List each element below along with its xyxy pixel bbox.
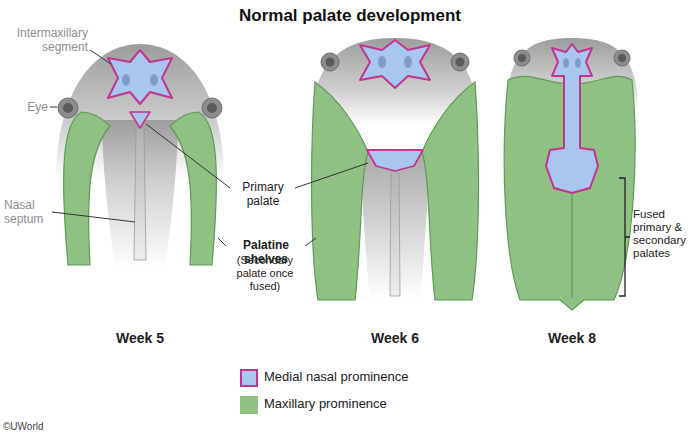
stage-label: Week 8 <box>532 330 612 347</box>
eye <box>514 50 530 66</box>
nostril <box>575 58 581 68</box>
copyright-note: ©UWorld <box>3 421 83 433</box>
eye <box>451 53 469 71</box>
eye <box>321 53 339 71</box>
eye <box>58 98 78 118</box>
leader-line <box>90 50 111 64</box>
eye <box>614 50 630 66</box>
nasal-septum <box>134 128 146 260</box>
nostril <box>378 56 386 68</box>
legend-swatch <box>240 396 258 414</box>
palatine-shelf <box>422 82 478 300</box>
nasal-septum <box>390 168 400 296</box>
legend-swatch <box>240 369 258 387</box>
leader-lines <box>50 50 368 246</box>
part-label: Primary palate <box>232 180 294 208</box>
stage-label: Week 6 <box>355 330 435 347</box>
palatine-shelf <box>312 82 368 300</box>
oral-cavity <box>360 150 430 300</box>
leader-line <box>146 124 230 188</box>
week5-embryo <box>56 44 224 268</box>
week8-embryo <box>504 38 638 310</box>
nostril <box>150 74 158 86</box>
nostril <box>404 56 412 68</box>
palatal-suture <box>571 192 572 298</box>
eye <box>456 58 465 67</box>
medial-nasal-derivative <box>546 44 598 193</box>
leader-line <box>295 163 368 188</box>
eye <box>207 103 217 113</box>
palatine-shelf <box>170 112 216 265</box>
intermaxillary-segment <box>108 50 172 104</box>
legend-label: Medial nasal prominence <box>264 369 484 385</box>
nostril <box>563 58 569 68</box>
nostril <box>122 74 130 86</box>
eye <box>202 98 222 118</box>
leader-line <box>305 238 316 246</box>
eye <box>326 58 335 67</box>
part-label: Intermaxillary segment <box>4 26 88 54</box>
oral-cavity <box>102 120 178 268</box>
stage-label: Week 5 <box>100 330 180 347</box>
part-label: Eye <box>12 100 48 114</box>
intermaxillary-segment <box>360 40 430 88</box>
eye <box>63 103 73 113</box>
eye <box>518 54 526 62</box>
legend-label: Maxillary prominence <box>264 396 484 412</box>
palatine-shelf <box>64 112 110 265</box>
bracket-label: Fused primary & secondary palates <box>633 208 697 260</box>
part-label: Nasal septum <box>4 198 50 226</box>
leader-line <box>50 107 57 108</box>
leader-line <box>52 212 135 222</box>
bracket <box>619 178 630 296</box>
diagram-title: Normal palate development <box>0 6 700 26</box>
primary-palate <box>130 112 150 128</box>
week6-embryo <box>312 38 479 300</box>
eye <box>618 54 626 62</box>
primary-palate <box>367 150 423 171</box>
leader-line <box>218 238 226 246</box>
part-note: (Secondary palate once fused) <box>223 254 307 293</box>
